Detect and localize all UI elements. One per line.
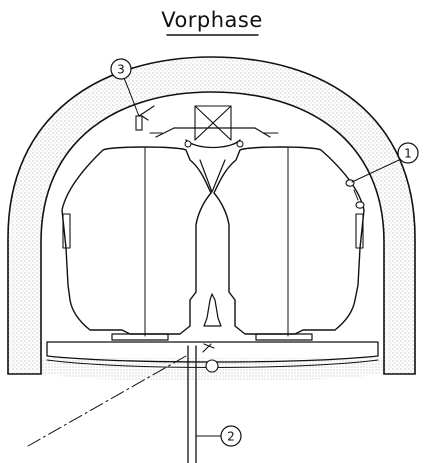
inclined-axis-line — [27, 355, 187, 447]
center-spike — [203, 293, 222, 327]
callout-3-circle — [110, 58, 132, 80]
outer-lining — [7, 56, 416, 375]
callout-1-circle — [397, 142, 419, 164]
excavation-outline-left — [61, 146, 212, 335]
excavation-outline-right — [213, 146, 365, 335]
sensor-device-item-3 — [135, 105, 155, 131]
right-wall-plate — [355, 213, 364, 249]
callout-3-leader — [123, 77, 140, 117]
callout-1-leader — [351, 159, 400, 183]
drainage-pipe-item-2 — [187, 343, 219, 463]
center-notch — [199, 159, 226, 193]
callout-3-label: 3 — [117, 63, 125, 77]
floor-slab — [46, 341, 379, 363]
callout-2-label: 2 — [227, 430, 235, 444]
roof-truss — [149, 105, 279, 149]
right-rail-sleeper — [255, 333, 313, 341]
page-title: Vorphase — [161, 8, 263, 32]
callout-2-circle — [220, 425, 242, 447]
left-wall-plate — [62, 213, 71, 249]
sensor-device-item-1 — [345, 179, 365, 209]
left-rail-sleeper — [111, 333, 169, 341]
callout-1-label: 1 — [404, 147, 412, 161]
